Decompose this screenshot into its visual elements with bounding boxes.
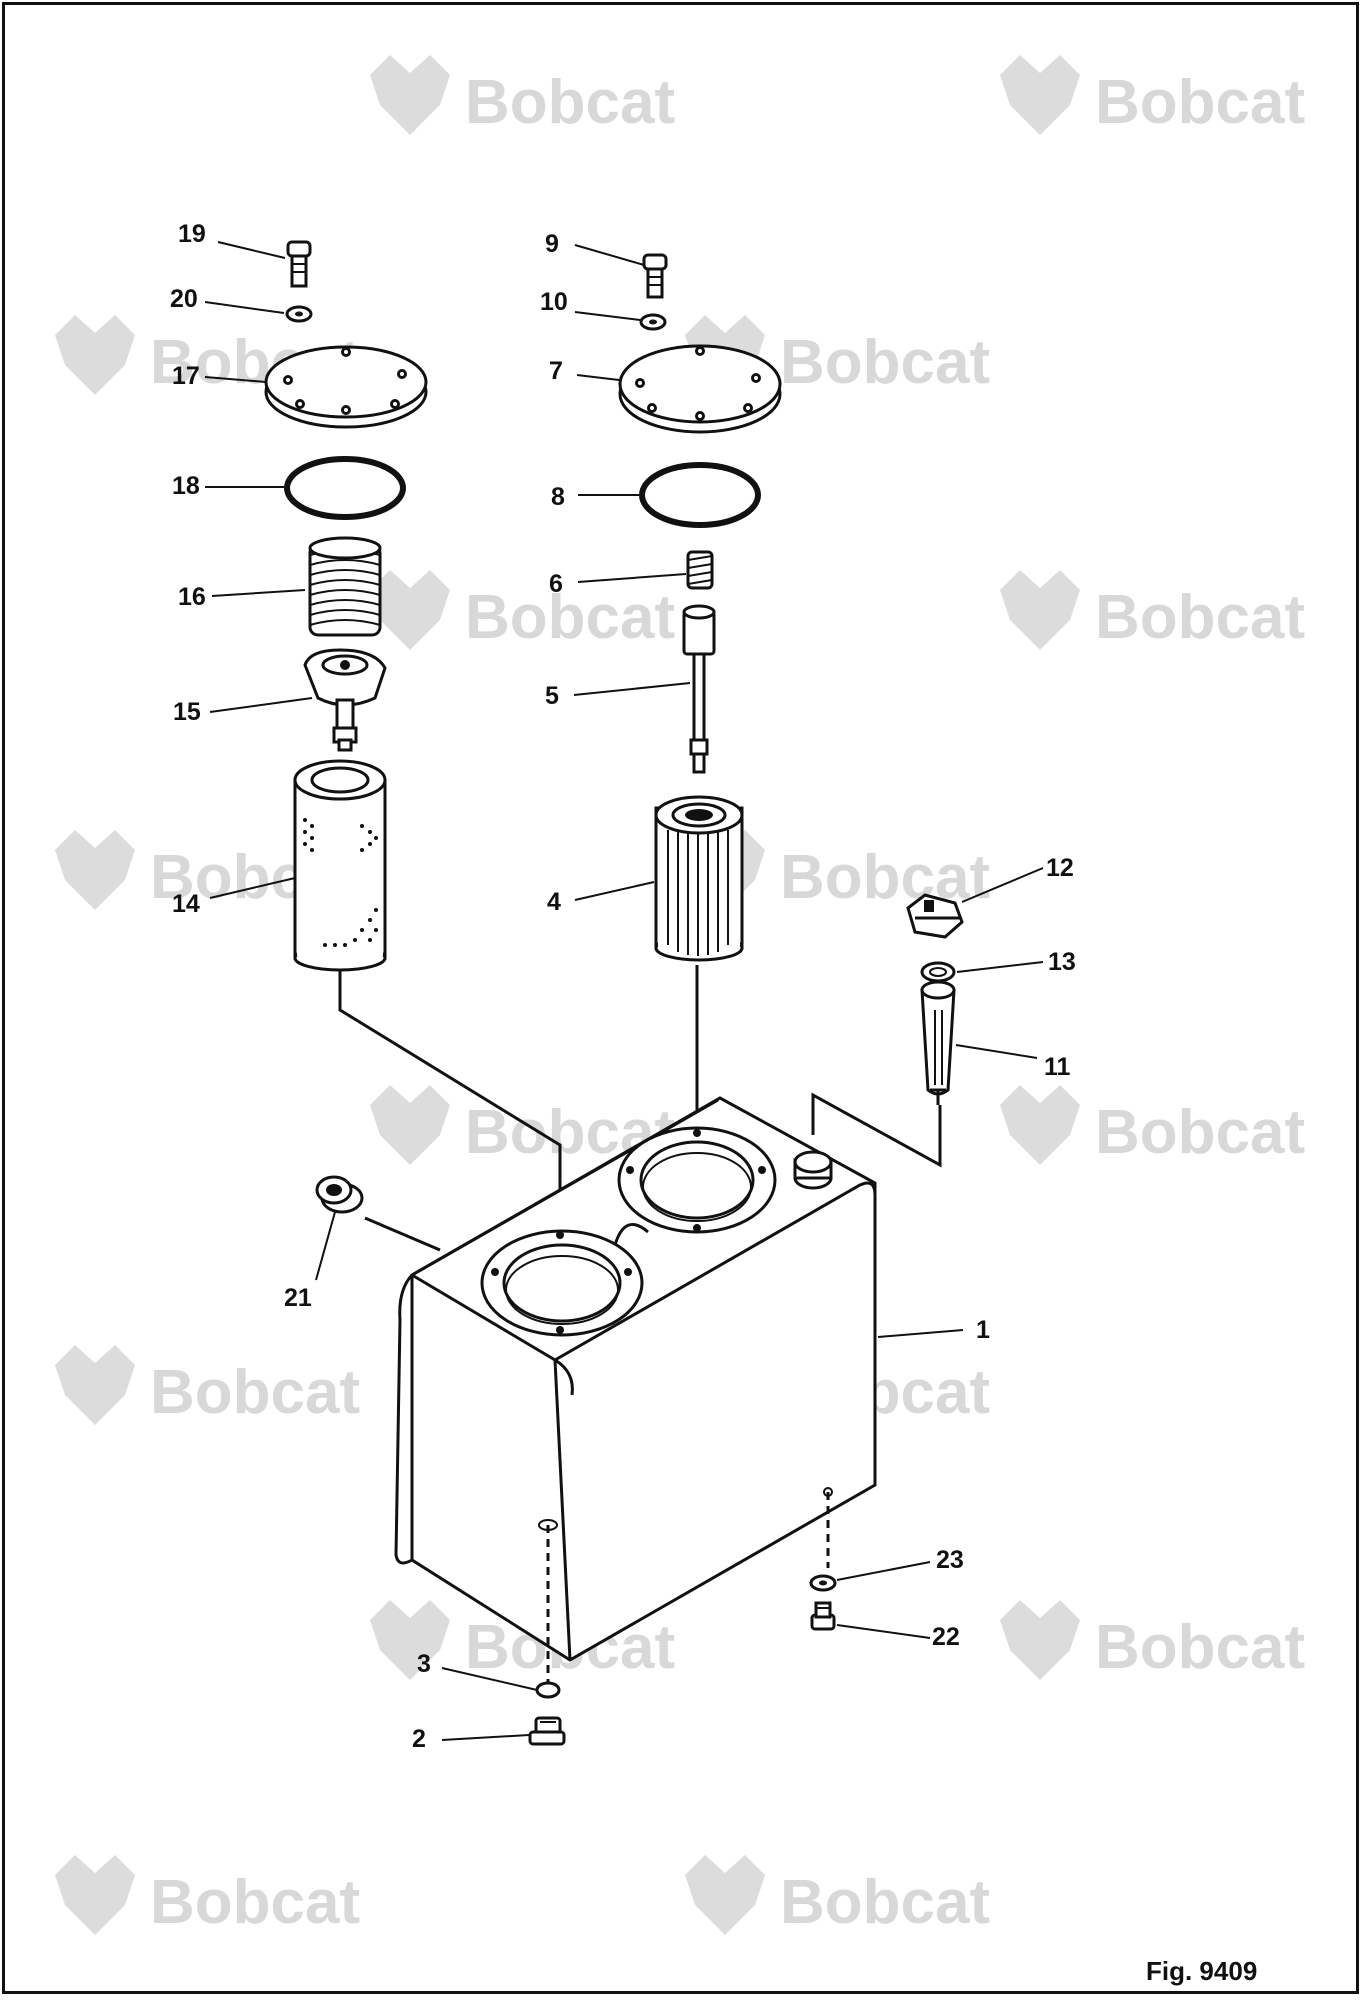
watermark-text: Bobcat: [465, 583, 675, 652]
plug-21: [315, 1175, 364, 1214]
callout-7: 7: [549, 357, 563, 385]
oring-8: [639, 462, 761, 528]
callout-13: 13: [1048, 948, 1076, 976]
watermark-text: Bobcat: [1095, 583, 1305, 652]
callout-23: 23: [936, 1546, 964, 1574]
callout-14: 14: [172, 890, 200, 918]
watermark-text: Bobcat: [1095, 1098, 1305, 1167]
watermark-text: Bobcat: [1095, 68, 1305, 137]
callout-12: 12: [1046, 854, 1074, 882]
watermark-text: Bobcat: [465, 68, 675, 137]
strainer-11: [920, 980, 956, 1105]
bolt-9: [642, 253, 668, 299]
watermark-text: Bobcat: [780, 843, 990, 912]
callout-1: 1: [976, 1316, 990, 1344]
watermark-logo: Bobcat: [1000, 1085, 1305, 1167]
watermark-logo: Bobcat: [370, 55, 675, 137]
callout-2: 2: [412, 1725, 426, 1753]
callout-10: 10: [540, 288, 568, 316]
drain-plug-2: [528, 1716, 566, 1746]
leader-lines: [204, 241, 1044, 1741]
right-parts: [528, 893, 964, 1746]
callout-15: 15: [173, 698, 201, 726]
watermark-logo: Bobcat: [55, 1345, 360, 1427]
spring-16: [308, 536, 382, 637]
hydraulic-tank: [394, 1096, 877, 1690]
watermark-logo: Bobcat: [55, 1855, 360, 1937]
watermark-logo: Bobcat: [1000, 570, 1305, 652]
watermark-logo: Bobcat: [370, 570, 675, 652]
callout-19: 19: [178, 220, 206, 248]
figure-label: Fig. 9409: [1146, 1956, 1257, 1986]
cover-17: [264, 345, 428, 429]
watermark-text: Bobcat: [150, 1358, 360, 1427]
callout-17: 17: [172, 362, 200, 390]
washer-13: [920, 961, 956, 983]
cap-12: [906, 893, 964, 939]
spring-6: [686, 550, 714, 590]
middle-stack: [618, 253, 782, 962]
watermark-logo: Bobcat: [1000, 1600, 1305, 1682]
watermark-logo: Bobcat: [685, 1855, 990, 1937]
callout-9: 9: [545, 230, 559, 258]
watermark-text: Bobcat: [1095, 1613, 1305, 1682]
callout-20: 20: [170, 285, 198, 313]
filter-element-14: [293, 759, 387, 972]
filter-element-4: [654, 795, 744, 962]
callout-8: 8: [551, 483, 565, 511]
indicator-rod-5: [682, 604, 716, 774]
watermark-text: Bobcat: [780, 1868, 990, 1937]
callout-5: 5: [545, 682, 559, 710]
bolt-19: [286, 240, 312, 288]
bolt-22: [810, 1601, 836, 1631]
watermark-text: Bobcat: [780, 328, 990, 397]
callout-22: 22: [932, 1623, 960, 1651]
callout-18: 18: [172, 472, 200, 500]
bypass-valve-15: [303, 648, 387, 752]
callout-labels: 19 20 17 18 16 15 14 21 9 10 7 8 6 5 4 1…: [170, 220, 1076, 1753]
left-stack: [264, 240, 428, 1214]
watermark-text: Bobcat: [150, 1868, 360, 1937]
watermark-logo: Bobcat: [1000, 55, 1305, 137]
cover-7: [618, 344, 782, 434]
oring-18: [284, 456, 406, 520]
callout-3: 3: [417, 1650, 431, 1678]
washer-3: [535, 1681, 561, 1699]
callout-21: 21: [284, 1284, 312, 1312]
callout-4: 4: [547, 888, 561, 916]
callout-6: 6: [549, 570, 563, 598]
callout-11: 11: [1044, 1053, 1071, 1081]
callout-16: 16: [178, 583, 206, 611]
watermarks: Bobcat Bobcat Bobcat Bobcat Bobcat Bobca…: [55, 55, 1305, 1937]
